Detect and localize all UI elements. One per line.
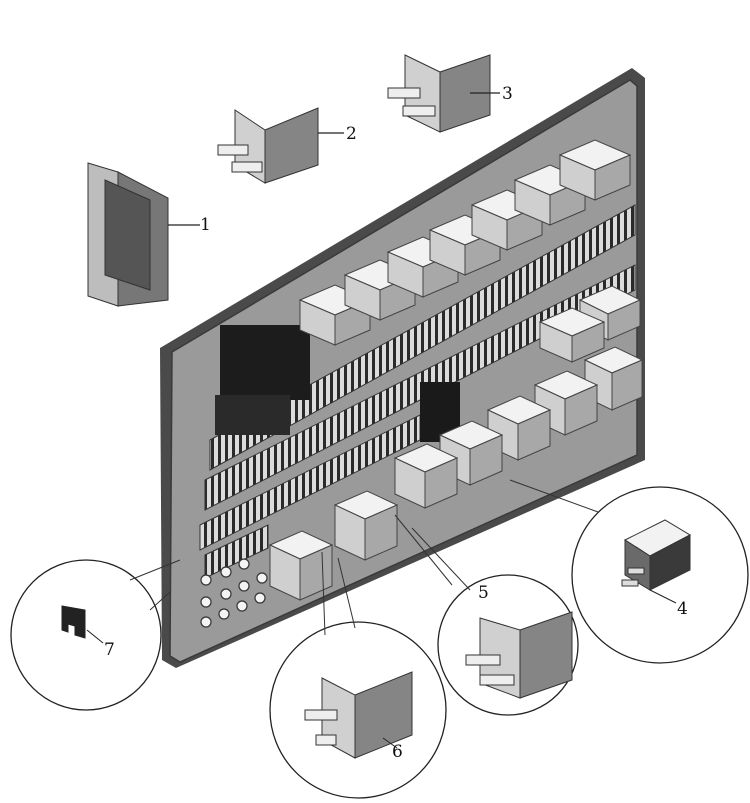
callout-label-5: 5 [478,583,489,603]
terminal-stud [236,600,248,612]
terminal-stud [238,580,250,592]
callout-circle-4 [571,486,749,664]
relay-row-upper [298,139,632,346]
terminal-stud [238,558,250,570]
callout-circle-7 [10,559,162,711]
relay-cube [333,490,399,561]
relay-cube [268,530,334,601]
callout-label-7: 7 [104,640,115,660]
part-2-relay [217,107,344,184]
terminal-stud [254,592,266,604]
terminal-stud [220,566,232,578]
terminal-stud [200,574,212,586]
round-terminals [200,558,268,628]
relay-board [160,68,645,668]
relay-cube [558,139,632,201]
leader-lines [129,479,599,636]
callout-circle-6 [269,621,447,799]
callout-label-2: 2 [346,124,357,144]
terminal-stud [220,588,232,600]
callout-label-1: 1 [200,215,211,235]
fuse-pin-strip [204,524,269,579]
terminal-stud [200,616,212,628]
connector-block [215,395,290,435]
relay-cube [393,443,459,509]
connector-block [220,325,310,400]
callout-label-3: 3 [502,84,513,104]
part-3-relay [387,54,500,133]
callout-label-4: 4 [677,599,688,619]
fuse-pin-strip [209,204,636,471]
relay-row-lower [268,285,644,601]
relay-cube [538,307,606,363]
callout-label-6: 6 [392,742,403,762]
callout-circle-5 [437,574,579,716]
part-1-cover [87,162,200,307]
terminal-stud [256,572,268,584]
terminal-stud [200,596,212,608]
terminal-stud [218,608,230,620]
